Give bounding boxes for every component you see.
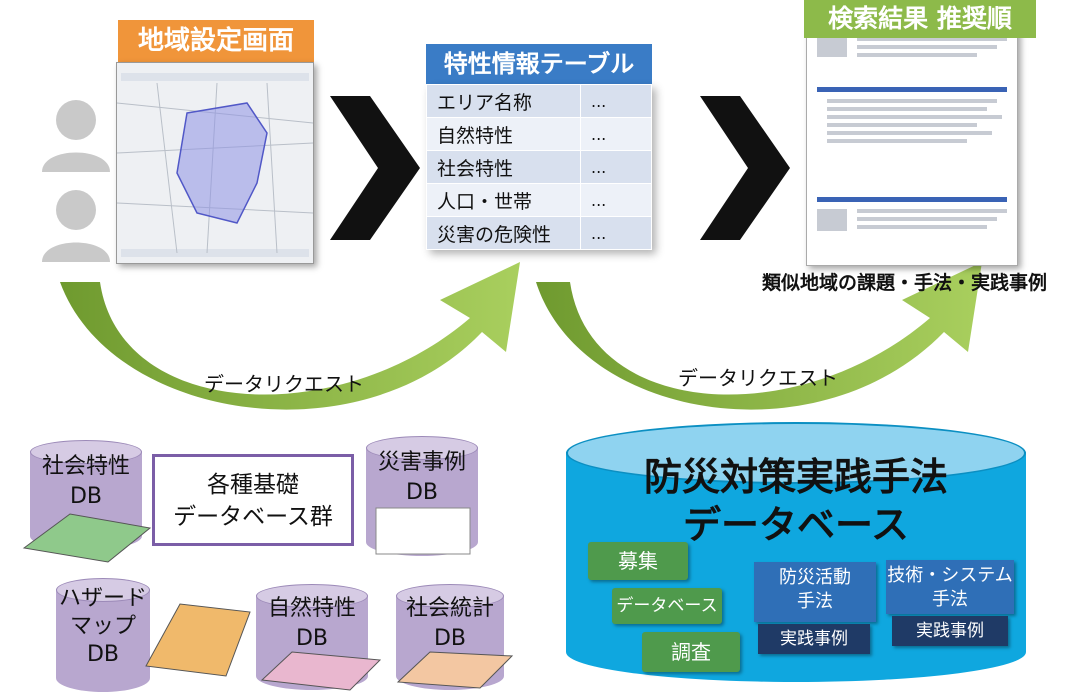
activity-method-box: 防災活動 手法 (754, 562, 876, 622)
db-label: 災害事例 (377, 450, 466, 475)
attribute-label: 自然特性 (426, 117, 581, 151)
map-screenshot (116, 62, 314, 264)
attribute-label: エリア名称 (426, 84, 581, 118)
left-curved-arrow (60, 262, 520, 410)
attribute-label: 社会特性 (426, 150, 581, 184)
attribute-value: ... (580, 150, 652, 184)
activity-line1: 防災活動 (779, 567, 851, 588)
right-curved-arrow (536, 262, 982, 410)
attribute-value: ... (580, 117, 652, 151)
attribute-label: 災害の危険性 (426, 216, 581, 250)
attribute-value: ... (580, 84, 652, 118)
db-label: 社会特性 (41, 454, 130, 479)
db-label: DB (295, 626, 329, 651)
db-label: 社会統計 (405, 596, 494, 621)
natural-map-thumb (260, 651, 382, 691)
table-row: 自然特性... (426, 117, 652, 151)
practice-case-box-2: 実践事例 (892, 616, 1008, 646)
table-row: エリア名称... (426, 84, 652, 118)
db-label: ハザード (58, 586, 147, 611)
data-request-right: データリクエスト (678, 366, 838, 390)
hazard-map-db: ハザード マップ DB (56, 578, 150, 692)
hazard-map-thumb (145, 603, 251, 677)
basic-db-group-label: 各種基礎 データベース群 (152, 454, 354, 546)
group-line1: 各種基礎 (207, 472, 299, 498)
attribute-value: ... (580, 216, 652, 250)
attribute-table: エリア名称... 自然特性... 社会特性... 人口・世帯... 災害の危険性… (426, 84, 652, 250)
practice-db-top (566, 422, 1026, 484)
statistics-map-thumb (396, 651, 514, 689)
results-image (817, 35, 1007, 231)
data-request-left: データリクエスト (204, 372, 364, 396)
chevron-arrow-2 (700, 96, 790, 240)
db-label: マップ (69, 614, 136, 639)
attribute-table-title: 特性情報テーブル (426, 44, 652, 84)
social-map-thumb (22, 513, 152, 563)
db-label: DB (433, 626, 467, 651)
area-settings-title: 地域設定画面 (118, 20, 314, 62)
db-label: DB (69, 484, 103, 509)
tech-line1: 技術・システム (887, 565, 1013, 586)
table-row: 社会特性... (426, 150, 652, 184)
tech-line2: 手法 (932, 589, 968, 610)
db-label: DB (405, 480, 439, 505)
database-box: データベース (612, 588, 722, 624)
attribute-label: 人口・世帯 (426, 183, 581, 217)
activity-line2: 手法 (797, 591, 833, 612)
map-image (116, 63, 314, 263)
chevron-arrow-1 (330, 96, 420, 240)
db-label: DB (86, 642, 120, 667)
recruit-box: 募集 (588, 542, 688, 580)
user-icon-2 (42, 190, 110, 262)
table-row: 災害の危険性... (426, 216, 652, 250)
search-results-title: 検索結果 推奨順 (804, 0, 1036, 38)
group-line2: データベース群 (173, 504, 333, 530)
table-row: 人口・世帯... (426, 183, 652, 217)
disaster-table-thumb (375, 507, 471, 555)
results-caption: 類似地域の課題・手法・実践事例 (762, 272, 1048, 294)
practice-db-title-1: 防災対策実践手法 (643, 455, 948, 499)
practice-case-box-1: 実践事例 (758, 624, 870, 654)
db-label: 自然特性 (267, 596, 356, 621)
user-icon-1 (42, 100, 110, 172)
tech-system-method-box: 技術・システム 手法 (886, 560, 1014, 614)
attribute-value: ... (580, 183, 652, 217)
search-results-screenshot (806, 26, 1018, 266)
survey-box: 調査 (642, 632, 740, 672)
practice-db-title-2: データベース (682, 503, 910, 547)
